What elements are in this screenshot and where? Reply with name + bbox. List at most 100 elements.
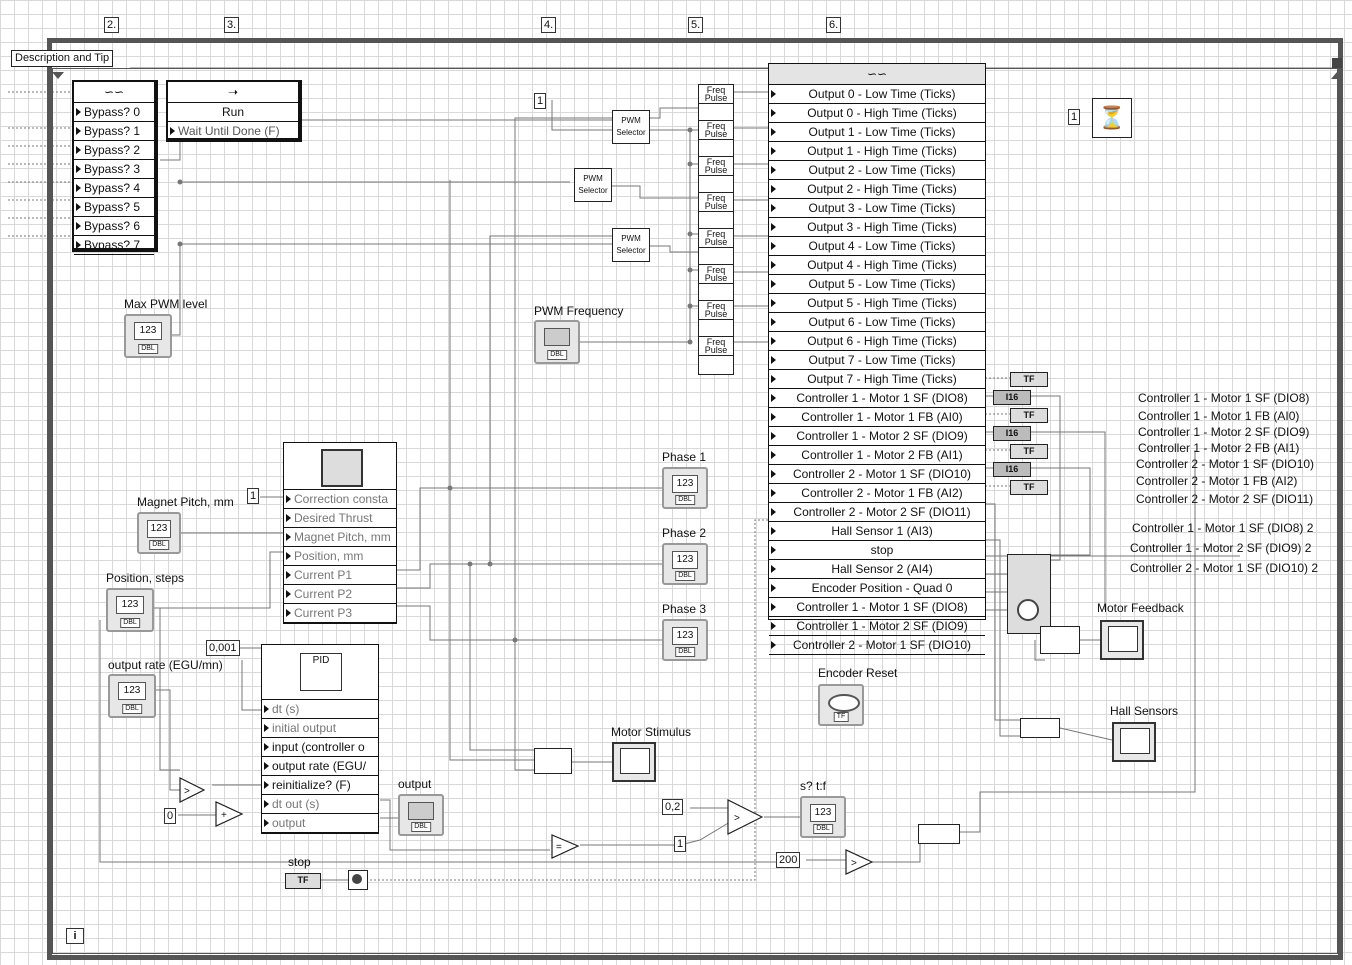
metronome-icon[interactable]: ⏳ xyxy=(1092,98,1132,138)
build-array-node[interactable] xyxy=(918,824,960,844)
io-row: Controller 1 - Motor 2 FB (AI1) xyxy=(769,446,985,465)
subvi-row: output xyxy=(262,814,378,833)
phase-2-indicator[interactable]: 123 DBL xyxy=(662,543,708,585)
phase-3-label: Phase 3 xyxy=(662,602,706,616)
subvi-row: input (controller o xyxy=(262,738,378,757)
dbl-tag: DBL xyxy=(122,704,142,714)
stop-condition-icon[interactable] xyxy=(348,870,368,890)
numeric-readout: 123 xyxy=(134,322,162,340)
dbl-tag: DBL xyxy=(675,647,695,657)
phase-1-indicator[interactable]: 123 DBL xyxy=(662,467,708,509)
hall-sensors-graph[interactable] xyxy=(1112,722,1156,762)
io-row: Output 0 - High Time (Ticks) xyxy=(769,104,985,123)
magnet-pitch-label: Magnet Pitch, mm xyxy=(137,495,234,509)
io-node-header-icon: ∽∽ xyxy=(769,64,985,85)
i16-terminal[interactable]: I16 xyxy=(993,390,1031,405)
pid-subvi[interactable]: PID dt (s) initial output input (control… xyxy=(261,644,379,834)
io-row: Output 7 - High Time (Ticks) xyxy=(769,370,985,389)
stf-indicator[interactable]: 123 DBL xyxy=(800,796,846,838)
io-row: Controller 2 - Motor 1 SF (DIO10) xyxy=(769,636,985,655)
subvi-row: Current P3 xyxy=(284,604,396,623)
motor-feedback-graph[interactable] xyxy=(1100,620,1144,660)
bypass-item: Bypass? 6 xyxy=(74,217,154,236)
iteration-terminal: i xyxy=(66,928,84,944)
io-row: Output 0 - Low Time (Ticks) xyxy=(769,85,985,104)
boolean-terminal[interactable]: TF xyxy=(1010,444,1048,459)
sequence-dropdown-icon[interactable] xyxy=(52,72,64,79)
magnet-pitch-control[interactable]: 123 DBL xyxy=(137,512,181,554)
constant-one[interactable]: 1 xyxy=(534,93,546,109)
boolean-terminal[interactable]: TF xyxy=(1010,480,1048,495)
i16-terminal[interactable]: I16 xyxy=(993,426,1031,441)
phase-1-label: Phase 1 xyxy=(662,450,706,464)
motor-stimulus-graph[interactable] xyxy=(612,742,656,782)
subvi-row: Correction consta xyxy=(284,490,396,509)
run-arrow-icon: ➝ xyxy=(168,82,298,103)
build-array-node[interactable] xyxy=(1040,626,1080,654)
right-label: Controller 1 - Motor 2 SF (DIO9) xyxy=(1138,425,1309,439)
frame-number-3: 3. xyxy=(224,17,239,33)
pid-subvi-icon: PID xyxy=(262,645,378,700)
io-row: Output 1 - High Time (Ticks) xyxy=(769,142,985,161)
bypass-cluster-header-icon: ∽∽ xyxy=(74,82,154,103)
feedback-node-stack[interactable] xyxy=(1007,554,1051,634)
limit-constant[interactable]: 200 xyxy=(776,852,800,868)
bypass-item: Bypass? 0 xyxy=(74,103,154,122)
max-pwm-level-control[interactable]: 123 DBL xyxy=(124,314,172,358)
wait-until-done-input: Wait Until Done (F) xyxy=(168,122,298,141)
io-row: Hall Sensor 2 (AI4) xyxy=(769,560,985,579)
io-row: Output 2 - High Time (Ticks) xyxy=(769,180,985,199)
io-row: Encoder Position - Quad 0 xyxy=(769,579,985,598)
sequence-scroll-icon[interactable] xyxy=(1331,72,1343,79)
max-pwm-level-label: Max PWM level xyxy=(124,297,207,311)
bypass-item: Bypass? 5 xyxy=(74,198,154,217)
threshold-constant[interactable]: 0,2 xyxy=(662,799,683,815)
right-label: Controller 2 - Motor 2 SF (DIO11) xyxy=(1136,492,1313,506)
right-label: Controller 1 - Motor 1 SF (DIO8) xyxy=(1138,391,1309,405)
constant-one[interactable]: 1 xyxy=(247,488,259,504)
bypass-item: Bypass? 1 xyxy=(74,122,154,141)
dbl-tag: DBL xyxy=(411,822,431,832)
subvi-graphic-icon xyxy=(321,449,363,487)
position-steps-control[interactable]: 123 DBL xyxy=(106,588,154,632)
encoder-reset-label: Encoder Reset xyxy=(818,666,897,680)
description-label[interactable]: Description and Tip xyxy=(11,50,113,67)
shift-register-icon xyxy=(1332,58,1342,68)
constant-zero[interactable]: 0 xyxy=(164,808,176,824)
fpga-io-node[interactable]: ∽∽ Output 0 - Low Time (Ticks) Output 0 … xyxy=(768,63,986,620)
phase-3-indicator[interactable]: 123 DBL xyxy=(662,619,708,661)
pid-dt-constant[interactable]: 0,001 xyxy=(206,640,240,656)
numeric-readout: 123 xyxy=(672,627,698,645)
output-rate-control[interactable]: 123 DBL xyxy=(108,674,156,718)
run-node[interactable]: ➝ Run Wait Until Done (F) xyxy=(166,80,302,142)
pwm-frequency-control[interactable]: DBL xyxy=(534,320,580,364)
output-indicator[interactable]: DBL xyxy=(398,794,444,836)
build-array-node[interactable] xyxy=(1020,718,1060,738)
i16-terminal[interactable]: I16 xyxy=(993,462,1031,477)
bypass-item: Bypass? 4 xyxy=(74,179,154,198)
wait-constant[interactable]: 1 xyxy=(1068,109,1080,125)
boolean-terminal[interactable]: TF xyxy=(1010,372,1048,387)
stop-control[interactable]: TF xyxy=(285,873,321,889)
bypass-cluster[interactable]: ∽∽ Bypass? 0 Bypass? 1 Bypass? 2 Bypass?… xyxy=(72,80,158,252)
dbl-tag: DBL xyxy=(120,618,140,628)
encoder-reset-button[interactable]: TF xyxy=(818,684,864,726)
io-row: Controller 2 - Motor 2 SF (DIO11) xyxy=(769,503,985,522)
thrust-subvi[interactable]: Correction consta Desired Thrust Magnet … xyxy=(283,442,397,624)
boolean-terminal[interactable]: TF xyxy=(1010,408,1048,423)
dbl-tag: DBL xyxy=(675,495,695,505)
subvi-row: Current P1 xyxy=(284,566,396,585)
constant-one[interactable]: 1 xyxy=(674,836,686,852)
build-array-node[interactable] xyxy=(534,748,572,774)
